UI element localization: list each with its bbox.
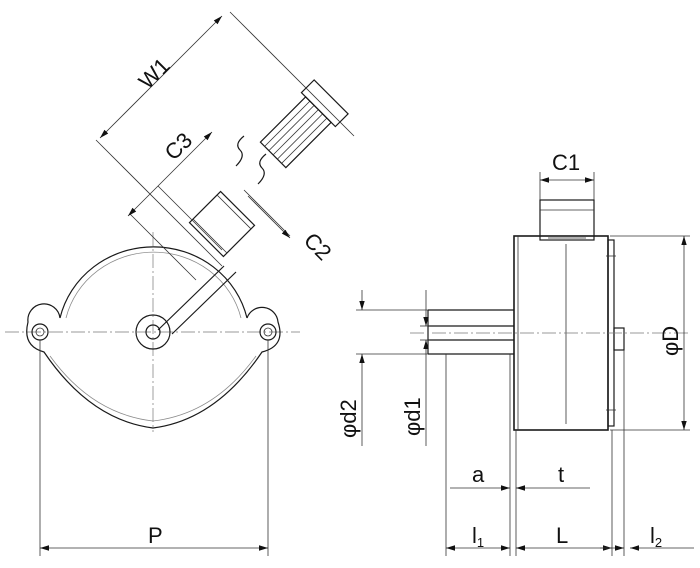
lead-wire-b [171,271,237,335]
cable-break-wave [235,135,245,167]
front-view: P [5,232,300,556]
motor-housing-arc-inner [65,251,242,319]
w1-dimension-line [99,15,223,139]
w1-extension-top [229,11,355,137]
mounting-hole-right-inner [263,327,273,337]
side-view: C1 φD φd2 φd1 a t l1 [336,150,694,556]
c2-extension [243,189,291,237]
mounting-hole-left-inner [35,327,45,337]
motor-housing-arc-outer [59,246,248,319]
connector-inner-line [192,218,228,254]
rear-boss [613,327,625,351]
c3-extension-right [157,185,223,251]
phi-d1-label: φd1 [400,397,425,436]
connector-body [188,190,256,258]
lead-wire-a [157,265,225,331]
a-label: a [472,462,485,487]
output-shaft [145,324,161,340]
l1-label: l1 [472,523,484,550]
connector-inner-line-2 [216,194,252,230]
mounting-flange [26,303,281,429]
central-boss [135,314,171,350]
c3-extension-left [129,213,197,281]
c1-label: C1 [552,150,580,175]
t-label: t [558,462,564,487]
phi-d2-label: φd2 [336,399,361,438]
p-label: P [148,523,163,548]
w1-label: W1 [134,53,175,94]
phi-d-label: φD [658,326,683,356]
l2-label: l2 [650,523,662,550]
c2-label: C2 [299,228,337,266]
plug-cap [300,79,349,128]
side-connector [539,199,595,241]
l-label: L [556,523,568,548]
c3-label: C3 [160,128,198,166]
c3-dimension-line [127,131,213,217]
cable-break-wave-2 [257,153,267,185]
c2-dimension-line [247,195,291,239]
mounting-flange-inner [49,355,257,422]
